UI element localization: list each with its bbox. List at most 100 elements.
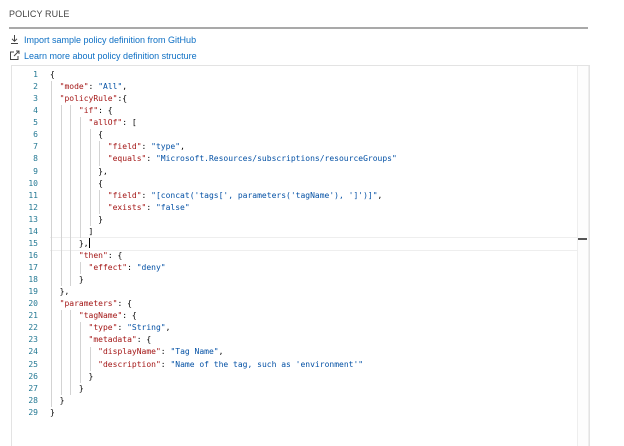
line-number: 26 (28, 371, 38, 381)
json-string: "[concat('tags[', parameters('tagName'),… (151, 190, 378, 200)
code-line[interactable]: "type": "String", (50, 322, 577, 334)
json-punctuation: : [ (122, 118, 137, 128)
code-line[interactable]: "description": "Name of the tag, such as… (50, 359, 577, 371)
line-number: 15 (28, 238, 38, 248)
code-line[interactable]: "field": "[concat('tags[', parameters('t… (50, 190, 577, 202)
section-divider (9, 27, 588, 29)
code-line[interactable]: "field": "type", (50, 141, 577, 153)
code-line[interactable]: }, (50, 286, 577, 298)
indent-guide (89, 129, 91, 226)
json-key: "displayName" (98, 347, 161, 357)
json-punctuation: : { (122, 311, 137, 321)
code-line[interactable]: } (50, 214, 577, 226)
line-number: 18 (28, 275, 38, 285)
json-string: "Microsoft.Resources/subscriptions/resou… (155, 154, 397, 164)
code-line[interactable]: { (50, 69, 577, 81)
code-line[interactable]: } (50, 274, 577, 286)
json-key: "effect" (88, 263, 128, 272)
learn-more-link-label[interactable]: Learn more about policy definition struc… (24, 50, 197, 61)
code-line[interactable]: ] (50, 226, 577, 238)
json-string: "type" (151, 142, 181, 152)
line-number: 27 (28, 383, 38, 393)
json-string: "String" (127, 323, 166, 333)
vertical-scrollbar[interactable] (577, 66, 589, 446)
line-number: 16 (28, 250, 38, 260)
code-line[interactable]: "policyRule":{ (50, 93, 577, 105)
json-punctuation: , (218, 347, 224, 357)
line-number: 21 (28, 311, 38, 321)
line-number: 2 (33, 82, 38, 92)
line-number: 13 (28, 214, 38, 224)
external-link-icon (9, 50, 20, 61)
json-punctuation: { (98, 178, 103, 188)
json-punctuation: : (146, 202, 156, 212)
code-line[interactable]: "then": { (50, 250, 577, 262)
code-line[interactable]: "equals": "Microsoft.Resources/subscript… (50, 153, 577, 165)
import-sample-link[interactable]: Import sample policy definition from Git… (9, 34, 196, 45)
section-title: POLICY RULE (9, 9, 70, 19)
code-line[interactable]: } (50, 371, 577, 383)
indent-guide (89, 346, 91, 371)
line-number: 9 (33, 166, 38, 176)
json-punctuation: , (377, 190, 383, 200)
code-line[interactable]: "if": { (50, 105, 577, 117)
json-punctuation: : (141, 190, 152, 200)
json-punctuation: : { (98, 106, 113, 116)
indent-guide (99, 189, 101, 214)
indent-guide (79, 117, 81, 238)
json-punctuation: } (88, 371, 94, 381)
json-punctuation: , (180, 142, 185, 152)
code-line[interactable]: } (50, 395, 577, 407)
code-line[interactable]: "metadata": { (50, 334, 577, 346)
json-punctuation: { (50, 70, 55, 79)
line-number: 24 (28, 347, 38, 357)
line-number: 17 (28, 263, 38, 272)
line-number: 6 (33, 130, 38, 140)
json-key: "then" (78, 250, 108, 260)
json-string: "Tag Name" (170, 347, 219, 357)
code-line[interactable]: } (50, 383, 577, 395)
json-string: "Name of the tag, such as 'environment'" (170, 359, 364, 369)
line-number: 23 (28, 335, 38, 345)
code-line[interactable]: "allOf": [ (50, 117, 577, 129)
json-punctuation: }, (98, 166, 108, 176)
code-line[interactable]: "effect": "deny" (50, 262, 577, 274)
json-key: "parameters" (59, 299, 118, 309)
code-line[interactable]: "tagName": { (50, 310, 577, 322)
json-punctuation: : (117, 323, 128, 333)
line-number: 14 (28, 226, 38, 236)
json-key: "equals" (107, 154, 147, 164)
code-line[interactable]: { (50, 178, 577, 190)
import-sample-link-label[interactable]: Import sample policy definition from Git… (24, 34, 197, 45)
json-punctuation: : { (117, 299, 132, 309)
code-line[interactable]: }, (50, 166, 577, 178)
code-line[interactable]: "displayName": "Tag Name", (50, 346, 577, 358)
indent-guide (70, 105, 72, 287)
download-icon (9, 34, 20, 45)
json-punctuation: ] (88, 226, 94, 236)
json-punctuation: } (98, 214, 103, 224)
json-key: "field" (107, 142, 142, 152)
code-line[interactable]: "exists": "false" (50, 202, 577, 214)
line-number: 20 (28, 299, 38, 309)
code-line[interactable]: } (50, 407, 577, 419)
json-key: "exists" (107, 202, 147, 212)
code-line[interactable]: "mode": "All", (50, 81, 577, 93)
code-line[interactable]: "parameters": { (50, 298, 577, 310)
code-line[interactable]: { (50, 129, 577, 141)
line-number: 22 (28, 323, 38, 333)
learn-more-link[interactable]: Learn more about policy definition struc… (9, 50, 197, 61)
json-key: "field" (107, 190, 142, 200)
json-punctuation: , (122, 82, 128, 92)
line-number: 29 (28, 407, 38, 417)
indent-guide (51, 81, 52, 407)
json-key: "metadata" (88, 335, 137, 345)
code-line[interactable]: }, (50, 238, 577, 250)
json-punctuation: } (78, 275, 84, 285)
indent-guide (79, 262, 81, 275)
line-number: 12 (28, 202, 38, 212)
json-key: "type" (88, 323, 118, 333)
json-punctuation: , (165, 323, 171, 333)
json-punctuation: }, (59, 287, 70, 297)
